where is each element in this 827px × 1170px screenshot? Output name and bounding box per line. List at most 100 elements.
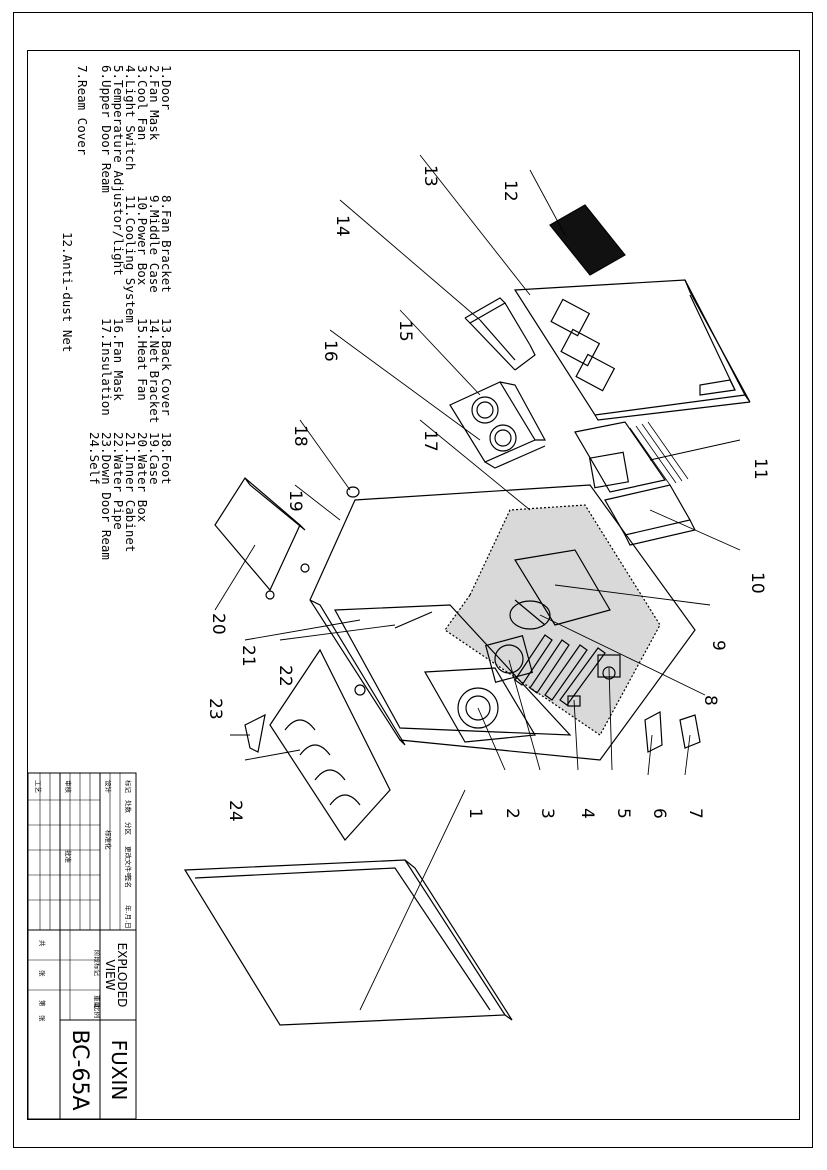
title-block-label: 第 [38,1000,47,1007]
title-block-label: 张 [38,1015,47,1022]
callout-23: 23 [205,698,225,720]
part-ream-cover [679,714,701,749]
parts-list-item: 23.Down Door Ream [99,432,114,560]
parts-list-item: 5.Temperature Adjustor/light [111,65,126,276]
callout-24: 24 [225,800,245,822]
parts-list-item: 7.Ream Cover [75,65,90,156]
title-block-label: 分区 [124,822,133,836]
part-anti-dust-net [549,204,626,276]
callout-18: 18 [290,425,310,447]
parts-list-item: 9.Middle Case [147,195,162,293]
callout-5: 5 [613,808,633,819]
title-block-label: 阶段标记 [93,950,102,977]
title-block-label: 张 [38,970,47,977]
title-block-label: 审核 [64,780,73,794]
callout-10: 10 [747,572,767,594]
title-block-text: FUXIN BC-65A EXPLODED VIEW 标记处数分区更改文件号签名… [34,780,133,1111]
part-heat-fan [449,381,547,469]
parts-list-item: 15.Heat Fan [135,318,150,401]
part-water-pipe [394,611,433,629]
part-power-box [604,484,696,546]
callout-17: 17 [420,430,440,452]
title-block-label: 批准 [64,850,73,864]
components [183,204,751,1026]
title-block-label: 工艺 [34,780,42,794]
parts-list-item: 8.Fan Bracket [159,195,174,293]
parts-list-item: 17.Insulation [99,318,114,416]
inner-border [27,50,800,1120]
parts-list-item: 19.Case [147,432,162,485]
parts-list-item: 16.Fan Mask [111,318,126,401]
parts-list-item: 2.Fan Mask [147,65,162,141]
part-fan-bracket [509,599,551,630]
parts-list-item: 11.Cooling System [123,195,138,323]
callout-7: 7 [685,808,705,819]
parts-list-item: 12.Anti-dust Net [60,232,75,352]
callout-13: 13 [420,165,440,187]
callout-21: 21 [238,645,258,667]
part-down-door-ream [244,713,266,753]
part-foot-2 [354,684,366,696]
callout-1: 1 [465,808,485,819]
part-shelves [514,634,606,706]
title-block-label: 处数 [124,800,133,814]
parts-list-item: 24.Self [87,432,102,485]
part-foot [346,486,360,498]
part-inner-cabinet [334,604,572,736]
title-block-label: 年.月.日 [124,905,133,929]
parts-list-item: 21.Inner Cabinet [123,432,138,552]
part-fan-mask [423,667,536,743]
part-net-bracket [464,297,536,371]
title-block-label: 共 [38,940,47,947]
part-back-cover [513,279,751,421]
model-number: BC-65A [67,1029,92,1110]
part-cooling-system [574,421,689,493]
callout-2: 2 [502,808,522,819]
outer-border [13,12,813,1148]
leader-lines [214,154,741,1011]
callout-20: 20 [208,613,228,635]
parts-list-item: 10.Power Box [135,195,150,286]
part-shelf [269,648,391,841]
title-block-label: 重量 [93,995,101,1009]
title-block-small-labels: 标记处数分区更改文件号签名年.月.日设计标准化阶段标记重量比例审核工艺批准共张第… [34,780,133,1022]
part-case [309,484,696,761]
callout-22: 22 [275,665,295,687]
title-block-label: 标准化 [104,830,113,850]
title-block-label: 设计 [104,780,113,794]
parts-list-item: 4.Light Switch [123,65,138,170]
drawing-title-2: VIEW [103,959,117,990]
parts-list-item: 18.Foot [159,432,174,485]
callout-15: 15 [395,320,415,342]
parts-list-item: 22.Water Pipe [111,432,126,530]
company-name: FUXIN [107,1040,131,1101]
parts-list-item: 3.Cool Fan [135,65,150,140]
parts-list-item: 14.Net Bracket [147,318,162,423]
callout-6: 6 [649,808,669,819]
parts-list-item: 20.Water Box [135,432,150,523]
callout-11: 11 [750,458,770,480]
title-block-label: 签名 [124,875,133,888]
part-door [183,859,513,1026]
callout-9: 9 [708,640,728,651]
drawing-title-1: EXPLODED [115,943,129,1008]
callout-16: 16 [320,340,340,362]
callout-14: 14 [332,215,352,237]
title-block-label: 标记 [124,780,133,794]
title-block-label: 比例 [93,1005,102,1018]
parts-list-item: 13.Back Cover [159,318,174,416]
callout-8: 8 [700,695,720,706]
part-water-box [214,477,310,600]
parts-list-item: 6.Upper Door Ream [99,65,114,193]
parts-list-item: 1.Door [159,65,174,111]
callout-3: 3 [537,808,557,819]
callout-12: 12 [500,180,520,202]
